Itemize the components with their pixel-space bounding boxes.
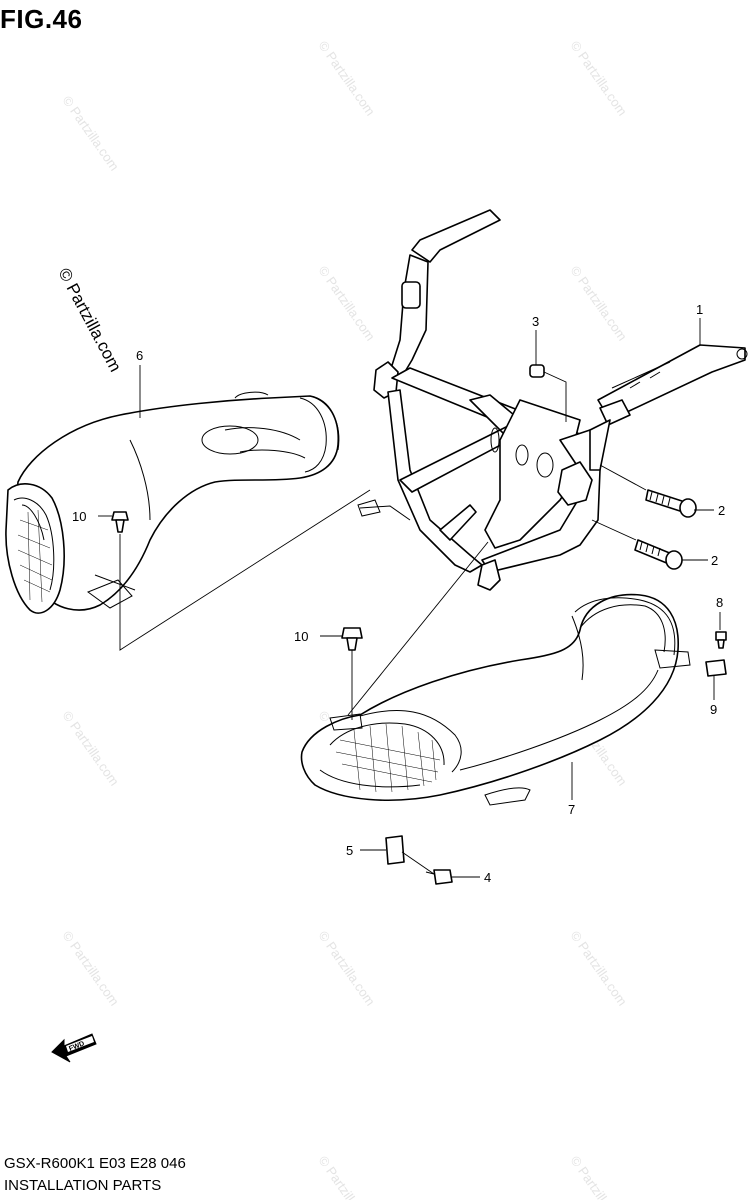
screw-small — [715, 631, 727, 649]
fwd-arrow-icon: FWD — [51, 1033, 97, 1063]
right-intake-duct — [300, 593, 691, 806]
watermark: © Partzilla.com — [316, 38, 379, 118]
callout-3: 3 — [532, 314, 539, 329]
screw — [425, 869, 453, 885]
callout-6: 6 — [136, 348, 143, 363]
leader-lines — [98, 318, 721, 878]
callout-1: 1 — [696, 302, 703, 317]
frame-stay — [357, 209, 601, 591]
watermark: © Partzilla.com — [316, 928, 379, 1008]
callout-2-lower: 2 — [711, 553, 718, 568]
rivet-right — [341, 627, 363, 651]
rivet-left — [111, 511, 129, 533]
watermark: © Partzilla.com — [60, 928, 123, 1008]
callout-8: 8 — [716, 595, 723, 610]
model-code: GSX-R600K1 E03 E28 046 — [4, 1155, 186, 1172]
callout-7: 7 — [568, 802, 575, 817]
callout-2-upper: 2 — [718, 503, 725, 518]
bolt-lower — [634, 539, 683, 570]
watermark: © Partzilla.com — [60, 708, 123, 788]
callout-5: 5 — [346, 843, 353, 858]
watermark: © Partzilla.com — [316, 263, 379, 343]
nut — [529, 364, 545, 378]
callout-10-right: 10 — [294, 629, 308, 644]
callout-10-left: 10 — [72, 509, 86, 524]
watermark: © Partzilla.com — [568, 263, 631, 343]
section-title: INSTALLATION PARTS — [4, 1177, 162, 1194]
watermark: © Partzilla.com — [568, 928, 631, 1008]
nut-clip — [705, 659, 727, 677]
side-watermark: © Partzilla.com — [54, 265, 125, 375]
bolt-upper — [645, 489, 697, 518]
callout-4: 4 — [484, 870, 491, 885]
watermark: © Partzilla.com — [60, 93, 123, 173]
callout-9: 9 — [710, 702, 717, 717]
watermark: © Partzilla.com — [568, 38, 631, 118]
figure-title: FIG.46 — [0, 4, 83, 34]
watermark: © Partzilla.com — [568, 1153, 631, 1200]
left-intake-duct — [5, 391, 340, 614]
clip — [385, 835, 405, 865]
watermark-group: © Partzilla.com © Partzilla.com © Partzi… — [60, 38, 631, 1200]
bracket — [589, 344, 748, 471]
callout-labels: 1 2 2 3 4 5 6 7 8 9 10 10 — [72, 302, 725, 885]
watermark: © Partzilla.com — [316, 1153, 379, 1200]
